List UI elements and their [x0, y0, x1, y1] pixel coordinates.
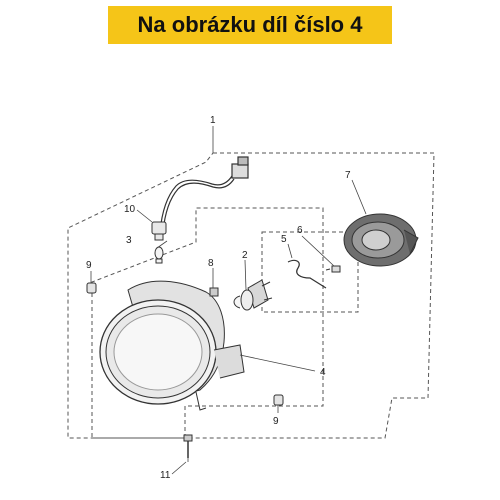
callout-3: 3: [126, 235, 132, 246]
callout-5: 5: [281, 234, 287, 245]
bulb-part-2: [233, 279, 273, 311]
assembly-boundary-4: [91, 207, 324, 439]
title-banner: Na obrázku díl číslo 4: [108, 6, 392, 44]
callout-8: 8: [208, 258, 214, 269]
wire-harness-part: [159, 156, 249, 233]
assembly-boundary-5-6: [261, 231, 359, 313]
callout-4: 4: [320, 367, 326, 378]
clip-part-5: [287, 259, 327, 289]
screw-part-6: [325, 265, 341, 273]
socket-part-10: [151, 221, 167, 241]
leader-lines: [90, 126, 367, 462]
screw-part-11: [183, 434, 193, 458]
callout-11: 11: [160, 470, 171, 481]
callout-9-right: 9: [273, 416, 279, 427]
assembly-boundary-1: [67, 152, 435, 439]
callout-9-left: 9: [86, 260, 92, 271]
cover-part-7: [343, 213, 419, 267]
grommet-part-8: [209, 287, 219, 297]
banner-text: Na obrázku díl číslo 4: [137, 12, 363, 37]
bulb-part-3: [154, 246, 164, 264]
callout-1: 1: [210, 115, 216, 126]
callout-6: 6: [297, 225, 303, 236]
grommet-part-9-left: [86, 282, 97, 294]
callout-2: 2: [242, 250, 248, 261]
grommet-part-9-right: [273, 394, 284, 406]
callout-11-leader: [171, 461, 187, 475]
callout-10: 10: [124, 204, 136, 215]
callout-7: 7: [345, 170, 351, 181]
headlight-unit-part-4: [99, 280, 245, 411]
